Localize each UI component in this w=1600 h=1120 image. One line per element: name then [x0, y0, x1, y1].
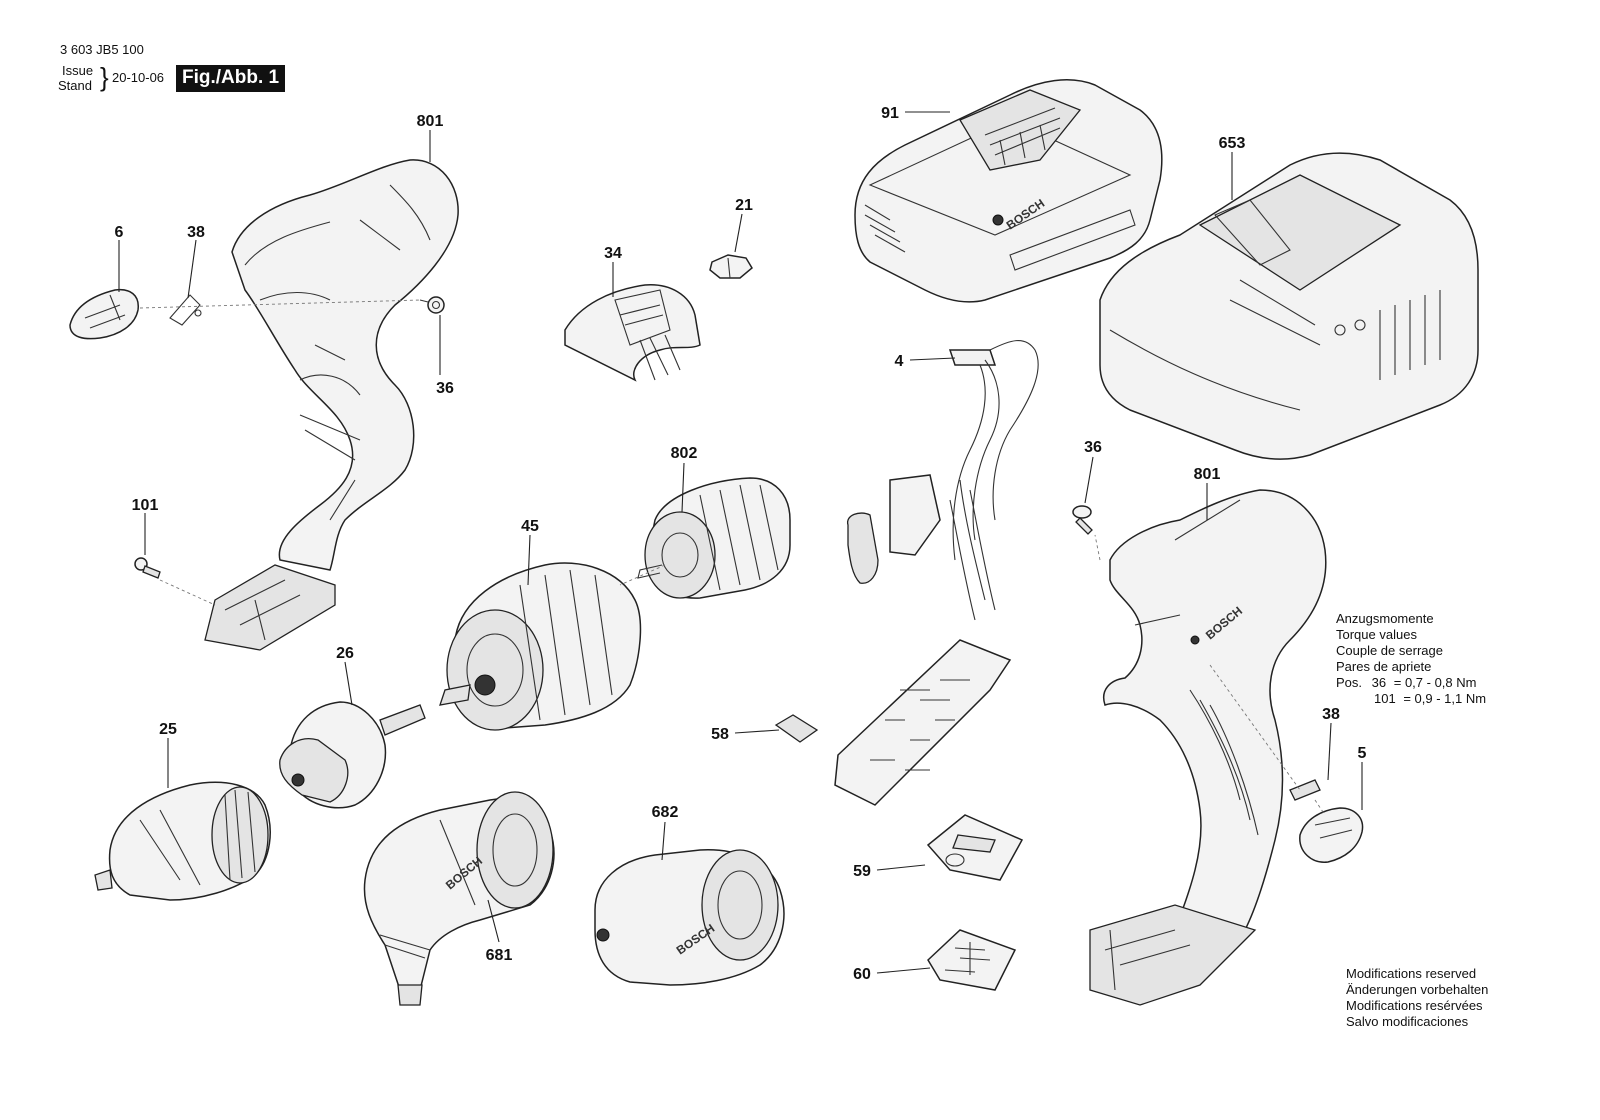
housing-left-801: [204, 159, 459, 651]
battery-91: BOSCH: [854, 79, 1163, 303]
cover-60: [927, 929, 1017, 991]
clutch-26: [279, 701, 426, 809]
spring-38-right: [1289, 779, 1321, 801]
screw-36-right: [1072, 505, 1093, 535]
label-801-left: 801: [417, 113, 444, 130]
modification-line: Modifications resérvées: [1346, 998, 1483, 1013]
part-number: 3 603 JB5 100: [60, 42, 144, 57]
label-801-right: 801: [1194, 466, 1221, 483]
switch-harness-4: [834, 340, 1039, 806]
housing-right-801: BOSCH: [1089, 489, 1327, 1006]
spring-38-left: [169, 294, 202, 326]
torque-line: Torque values: [1336, 627, 1417, 642]
issue-date: 20-10-06: [112, 70, 165, 85]
pos101-value: = 0,9 - 1,1 Nm: [1403, 691, 1487, 706]
gearbox-45: [439, 562, 642, 731]
pad-58: [774, 714, 819, 743]
chuck-25: [94, 781, 271, 901]
label-6: 6: [115, 224, 124, 241]
label-60: 60: [853, 966, 871, 983]
label-4: 4: [895, 353, 904, 370]
torque-line: Pares de apriete: [1336, 659, 1432, 674]
pos36-number: 36: [1371, 675, 1387, 690]
label-682: 682: [652, 804, 679, 821]
charger-653: [1099, 152, 1479, 460]
label-681: 681: [486, 947, 513, 964]
torque-pos101: 101 = 0,9 - 1,1 Nm: [1336, 691, 1486, 707]
label-34: 34: [604, 245, 622, 262]
label-45: 45: [521, 518, 539, 535]
stand-label: Stand: [58, 78, 92, 93]
offset-attachment-682: BOSCH: [594, 849, 785, 986]
switch-6: [69, 288, 139, 340]
pos36-value: = 0,7 - 0,8 Nm: [1393, 675, 1477, 690]
label-59: 59: [853, 863, 871, 880]
modifications-note: Modifications reserved Änderungen vorbeh…: [1346, 966, 1488, 1030]
label-38-right: 38: [1322, 706, 1340, 723]
brace: }: [100, 62, 109, 92]
modification-line: Salvo modificaciones: [1346, 1014, 1469, 1029]
label-25: 25: [159, 721, 177, 738]
label-802: 802: [671, 445, 698, 462]
torque-line: Anzugsmomente: [1336, 611, 1434, 626]
figure-label: Fig./Abb. 1: [176, 65, 286, 92]
issue-label: Issue: [62, 63, 94, 78]
label-58: 58: [711, 726, 729, 743]
assembly-lines: [139, 299, 1326, 816]
modification-line: Änderungen vorbehalten: [1346, 982, 1489, 997]
label-653: 653: [1219, 135, 1246, 152]
part-labels: 801 6 38 36 101 34 21 91 653 4 802 45 26…: [115, 105, 1367, 983]
pos-prefix: Pos.: [1336, 675, 1363, 690]
label-26: 26: [336, 645, 354, 662]
label-91: 91: [881, 105, 899, 122]
motor-802: [637, 477, 791, 599]
screw-101: [134, 557, 161, 579]
label-21: 21: [735, 197, 753, 214]
nut-21: [709, 254, 753, 279]
pos101-number: 101: [1374, 691, 1396, 706]
switch-5: [1299, 807, 1364, 863]
torque-line: Couple de serrage: [1336, 643, 1443, 658]
torque-note: Anzugsmomente Torque values Couple de se…: [1336, 611, 1486, 707]
leader-lines: [118, 111, 1363, 974]
label-5: 5: [1358, 745, 1367, 762]
torque-pos36: Pos. 36 = 0,7 - 0,8 Nm: [1336, 675, 1486, 691]
screw-36-left: [419, 296, 445, 314]
cover-59: [926, 814, 1024, 881]
angle-attachment-681: BOSCH: [363, 791, 555, 1006]
label-36-right: 36: [1084, 439, 1102, 456]
label-38-left: 38: [187, 224, 205, 241]
label-101: 101: [132, 497, 159, 514]
modification-line: Modifications reserved: [1346, 966, 1477, 981]
cover-34: [564, 284, 701, 382]
label-36-left: 36: [436, 380, 454, 397]
